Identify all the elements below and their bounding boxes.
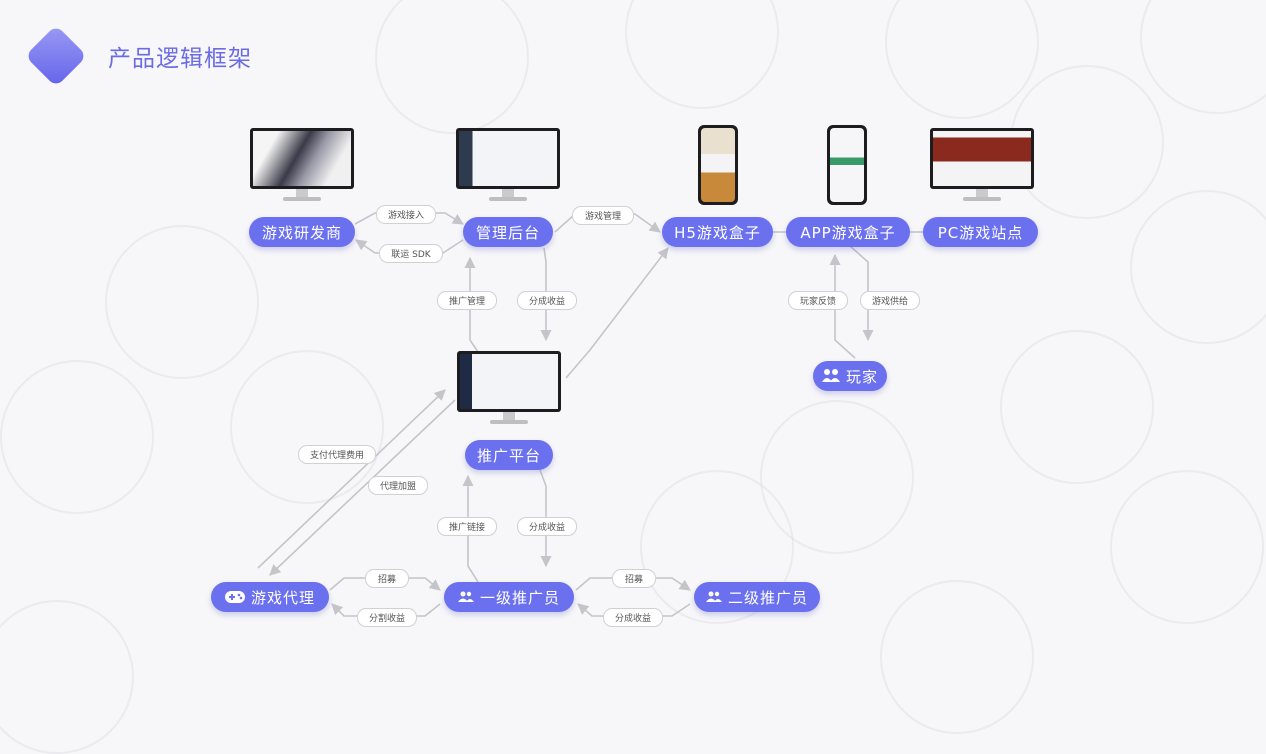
user-group-icon	[457, 591, 474, 603]
node-label: 管理后台	[475, 223, 540, 242]
watermark-circle	[1110, 470, 1264, 624]
edge-label-promo-link: 推广链接	[437, 517, 497, 536]
edge-label-joint-sdk: 联运 SDK	[379, 244, 443, 263]
node-label: 玩家	[845, 367, 878, 386]
edge-label-promo-manage: 推广管理	[437, 291, 497, 310]
edge-promo-link	[462, 474, 479, 583]
edge-promo-manage	[464, 256, 479, 353]
node-label: APP游戏盒子	[800, 223, 896, 242]
watermark-circle	[230, 350, 384, 504]
node-pc-game-site: PC游戏站点	[923, 217, 1038, 247]
node-player: 玩家	[813, 361, 887, 391]
edge-label-revenue-share-3: 分成收益	[603, 608, 663, 627]
edge-revenue-share-2	[539, 469, 552, 568]
edge-label-game-manage: 游戏管理	[572, 206, 634, 225]
node-h5-game-box: H5游戏盒子	[662, 217, 773, 247]
node-label: 游戏代理	[250, 588, 315, 607]
edge-agent-join	[269, 399, 456, 576]
gamepad-icon	[224, 590, 245, 604]
node-game-developer: 游戏研发商	[249, 217, 355, 247]
connector-lines	[257, 212, 923, 617]
edge-label-recruit-2: 招募	[612, 569, 656, 588]
edge-label-recruit-1: 招募	[365, 569, 409, 588]
watermark-circle	[640, 470, 794, 624]
edge-promo-to-h5	[565, 247, 669, 379]
edge-game-supply	[849, 245, 874, 342]
node-label: 推广平台	[476, 446, 541, 465]
app-phone-image	[827, 125, 867, 205]
admin-monitor-image	[456, 128, 560, 208]
node-label: PC游戏站点	[937, 223, 1024, 242]
user-group-icon	[705, 591, 722, 603]
edge-label-revenue-share-1: 分成收益	[517, 291, 577, 310]
h5-phone-image	[698, 125, 738, 205]
edge-label-split-revenue: 分割收益	[357, 608, 417, 627]
watermark-circle	[375, 0, 529, 134]
watermark-circle	[1130, 190, 1266, 344]
header: 产品逻辑框架	[24, 24, 252, 88]
watermark-circle	[0, 360, 154, 514]
edge-label-game-supply: 游戏供给	[860, 291, 920, 310]
developer-monitor-image	[250, 128, 354, 208]
node-label: 游戏研发商	[261, 223, 342, 242]
watermark-circle	[760, 400, 914, 554]
watermark-circle	[1000, 330, 1154, 484]
promo-monitor-image	[457, 351, 561, 431]
edge-label-player-feedback: 玩家反馈	[788, 291, 848, 310]
edge-label-pay-agent-fee: 支付代理费用	[298, 445, 376, 464]
edge-player-feedback	[829, 253, 856, 359]
node-admin-backend: 管理后台	[463, 217, 553, 247]
edge-revenue-share-1	[540, 247, 552, 342]
node-label: 二级推广员	[727, 588, 808, 607]
watermark-circle	[105, 225, 259, 379]
node-promo-platform: 推广平台	[465, 440, 553, 470]
node-level2-promoter: 二级推广员	[694, 582, 820, 612]
edge-label-revenue-share-2: 分成收益	[517, 517, 577, 536]
page-title: 产品逻辑框架	[108, 46, 252, 72]
edge-label-agent-join: 代理加盟	[368, 476, 428, 495]
node-level1-promoter: 一级推广员	[444, 582, 574, 612]
node-game-agent: 游戏代理	[211, 582, 329, 612]
node-app-game-box: APP游戏盒子	[786, 217, 910, 247]
node-label: H5游戏盒子	[674, 223, 761, 242]
edge-label-game-access: 游戏接入	[376, 205, 436, 224]
edge-pay-agent-fee	[257, 389, 446, 569]
node-label: 一级推广员	[479, 588, 560, 607]
pc-site-monitor-image	[930, 128, 1034, 208]
users-icon	[821, 368, 840, 384]
